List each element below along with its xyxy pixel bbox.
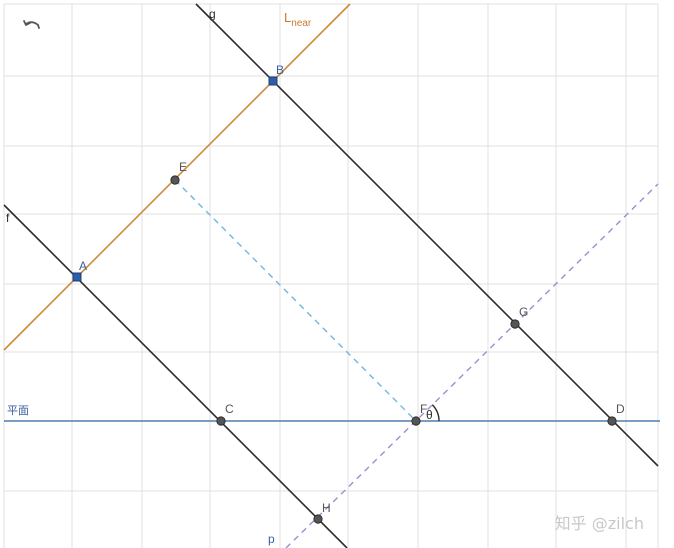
angle-theta-arc [431, 404, 440, 422]
point-H[interactable] [313, 514, 323, 524]
plane-label: 平面 [7, 404, 29, 417]
undo-button[interactable] [20, 14, 44, 38]
line-f-label: f [6, 211, 10, 225]
line-g[interactable] [195, 3, 659, 467]
l-near-main: L [284, 10, 291, 25]
point-C[interactable] [216, 416, 226, 426]
line-p-label: p [268, 532, 275, 546]
grid [3, 3, 659, 548]
point-F[interactable] [411, 416, 421, 426]
point-G-label: G [519, 305, 528, 319]
l-near-subscript: near [291, 18, 312, 29]
point-C-label: C [225, 402, 234, 416]
line-l-near-label: Lnear [284, 10, 312, 29]
point-E[interactable] [170, 175, 180, 185]
line-g-label: g [209, 7, 216, 21]
point-D[interactable] [607, 416, 617, 426]
watermark: 知乎 @zilch [554, 514, 644, 533]
point-G[interactable] [510, 319, 520, 329]
line-f[interactable] [3, 204, 348, 548]
point-H-label: H [322, 501, 331, 515]
point-D-label: D [616, 402, 625, 416]
point-B-label: B [276, 63, 284, 77]
point-A-label: A [79, 259, 87, 273]
undo-arrow-icon [23, 20, 40, 29]
dashed-line-EF[interactable] [174, 179, 417, 422]
point-E-label: E [179, 160, 187, 174]
point-B[interactable] [268, 76, 278, 86]
point-F-label: F [420, 402, 427, 416]
point-A[interactable] [72, 272, 82, 282]
angle-theta-label: θ [426, 408, 433, 422]
dashed-line-p[interactable] [285, 183, 659, 548]
